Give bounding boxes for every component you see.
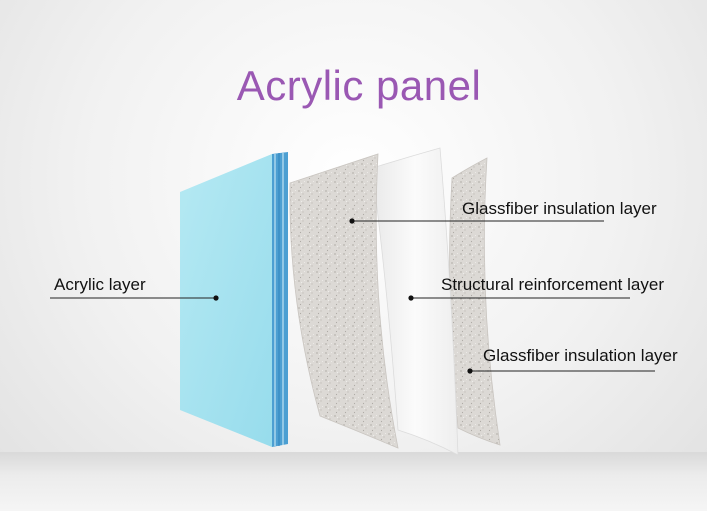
diagram-title: Acrylic panel — [236, 62, 482, 109]
label-acrylic-layer: Acrylic layer — [54, 275, 146, 294]
structural-reinforcement-layer — [371, 147, 459, 456]
acrylic-layer — [180, 154, 272, 447]
marker-dot-glassfiber-top — [349, 218, 355, 224]
acrylic-layer-edge — [272, 152, 288, 447]
marker-dot-acrylic — [213, 295, 219, 301]
label-glassfiber-insulation-top: Glassfiber insulation layer — [462, 199, 657, 218]
glassfiber-layer-front — [289, 153, 399, 449]
marker-dot-structural — [408, 295, 414, 301]
floor-shadow — [0, 452, 707, 511]
label-glassfiber-insulation-bottom: Glassfiber insulation layer — [483, 346, 678, 365]
marker-dot-glassfiber-bottom — [467, 368, 473, 374]
label-structural-reinforcement: Structural reinforcement layer — [441, 275, 664, 294]
